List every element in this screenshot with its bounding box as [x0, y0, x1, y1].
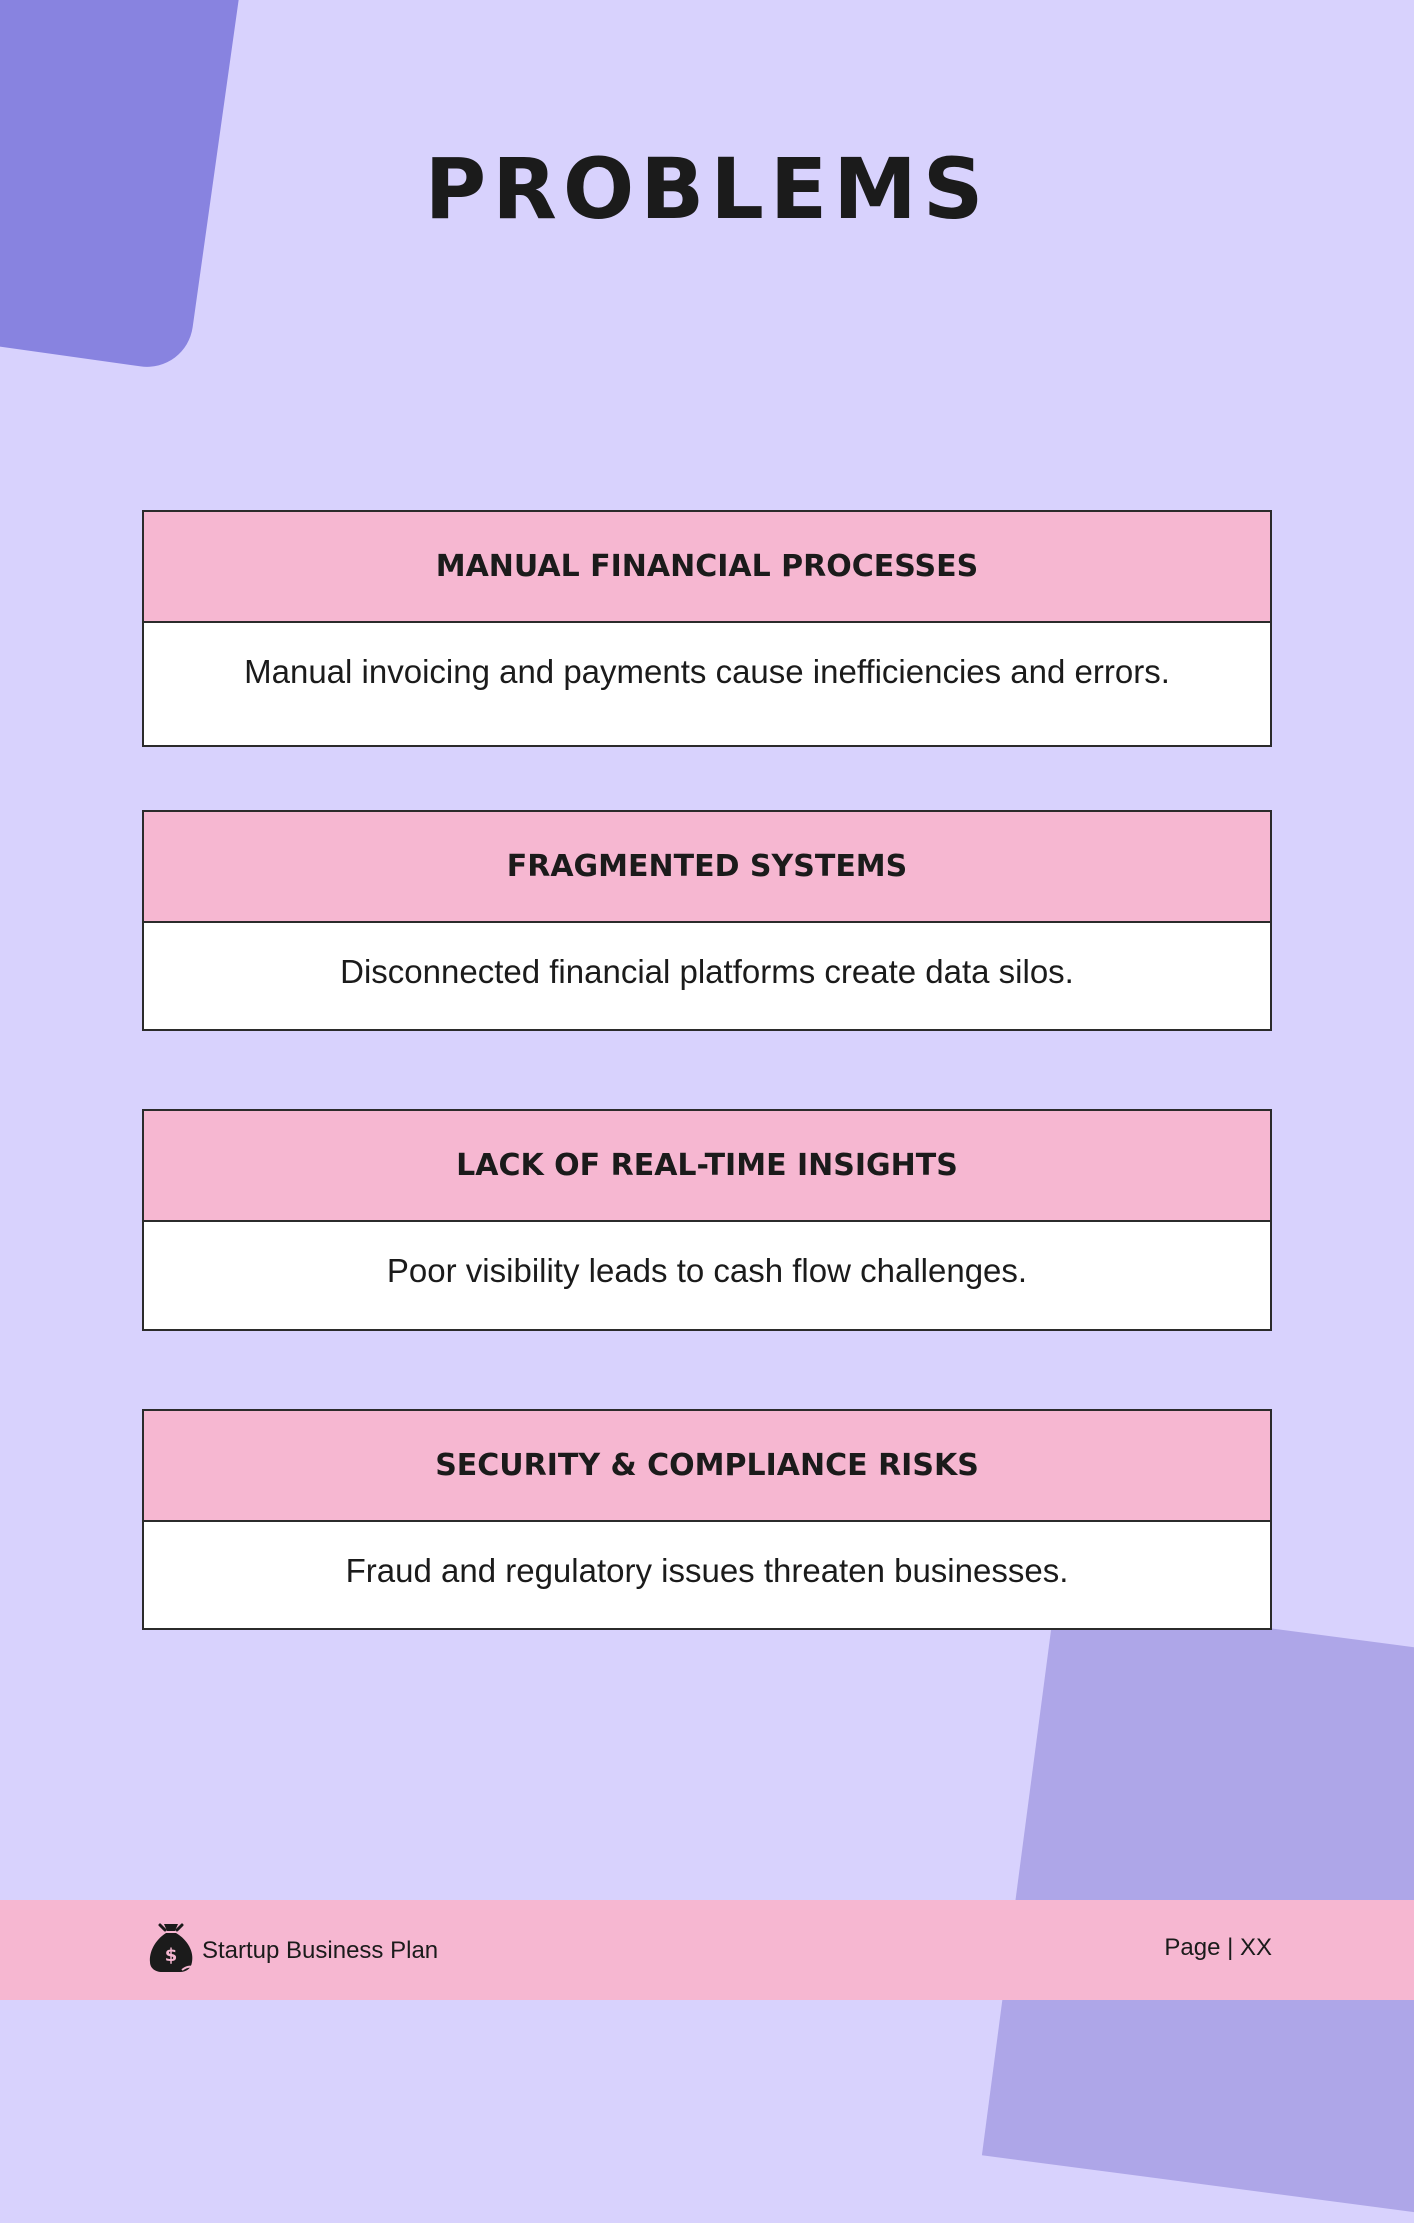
problem-card-description: Poor visibility leads to cash flow chall… [386, 1252, 1028, 1289]
problem-card-description: Manual invoicing and payments cause inef… [244, 653, 1170, 690]
problem-card-heading: MANUAL FINANCIAL PROCESSES [144, 512, 1270, 623]
problem-card-security-compliance-risks: SECURITY & COMPLIANCE RISKS Fraud and re… [142, 1409, 1272, 1630]
problem-card-manual-financial-processes: MANUAL FINANCIAL PROCESSES Manual invoic… [142, 510, 1272, 747]
footer: $ Startup Business Plan Page | XX [0, 1900, 1414, 2000]
problem-card-fragmented-systems: FRAGMENTED SYSTEMS Disconnected financia… [142, 810, 1272, 1031]
footer-document-title: Startup Business Plan [202, 1936, 439, 1964]
problem-card-heading: SECURITY & COMPLIANCE RISKS [144, 1411, 1270, 1522]
svg-text:$: $ [165, 1945, 178, 1966]
page-title: PROBLEMS [424, 140, 990, 238]
problem-card-description: Fraud and regulatory issues threaten bus… [345, 1552, 1069, 1589]
problem-card-heading: FRAGMENTED SYSTEMS [144, 812, 1270, 923]
problem-card-lack-of-real-time-insights: LACK OF REAL-TIME INSIGHTS Poor visibili… [142, 1109, 1272, 1331]
problem-card-description: Disconnected financial platforms create … [340, 953, 1074, 990]
problem-card-heading: LACK OF REAL-TIME INSIGHTS [144, 1111, 1270, 1222]
page-number: Page | XX [1164, 1934, 1272, 1961]
money-bag-icon: $ [148, 1922, 194, 1979]
footer-brand: $ Startup Business Plan [148, 1922, 438, 1979]
